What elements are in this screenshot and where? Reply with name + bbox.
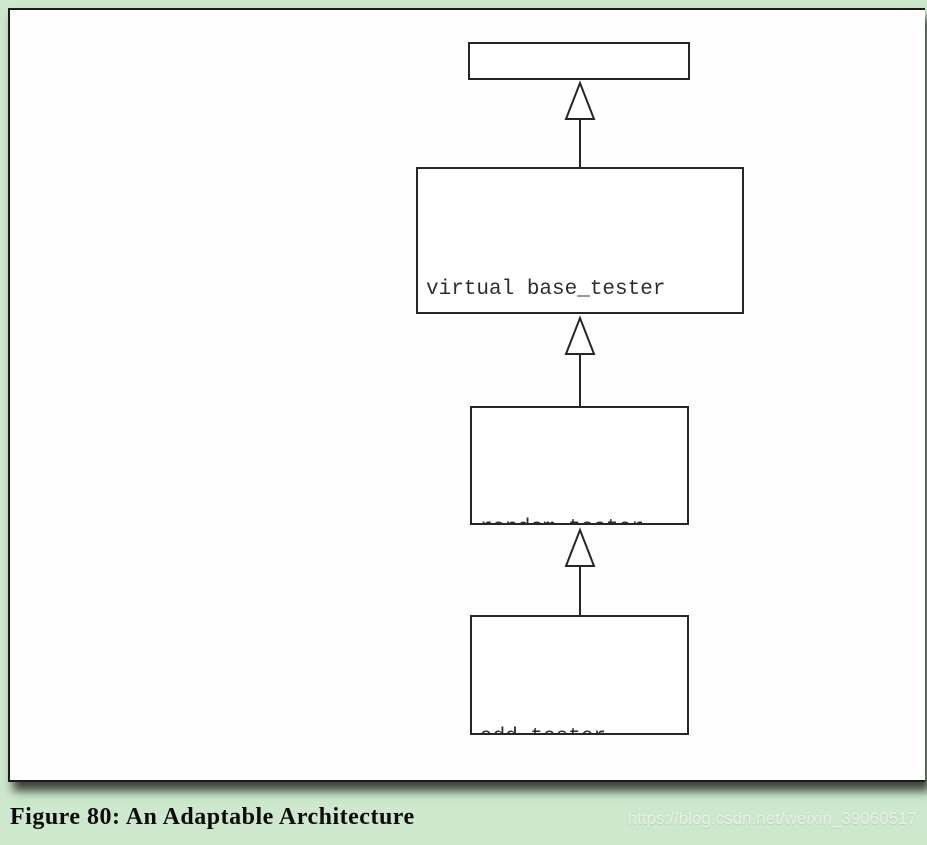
inheritance-arrow-icon [564, 527, 596, 615]
document-page: uvm_component virtual base_tester ------… [8, 8, 925, 782]
class-title: add_tester [480, 725, 679, 733]
class-node-random-tester: random_tester ------------- get_op() get… [470, 406, 689, 525]
figure-caption-bar: Figure 80: An Adaptable Architecture htt… [0, 786, 927, 845]
figure-caption: Figure 80: An Adaptable Architecture [10, 804, 415, 830]
uml-class-diagram: uvm_component virtual base_tester ------… [10, 10, 925, 780]
class-node-add-tester: add_tester ------------- get_op() [470, 615, 689, 735]
class-node-uvm-component: uvm_component [468, 42, 690, 80]
class-node-base-tester: virtual base_tester ------------- pure v… [416, 167, 744, 314]
watermark: https://blog.csdn.net/weixin_39060517 [627, 809, 917, 828]
inheritance-arrow-icon [564, 80, 596, 167]
class-title: virtual base_tester [426, 278, 666, 301]
inheritance-arrow-icon [564, 315, 596, 406]
class-title: random_tester [480, 516, 679, 523]
